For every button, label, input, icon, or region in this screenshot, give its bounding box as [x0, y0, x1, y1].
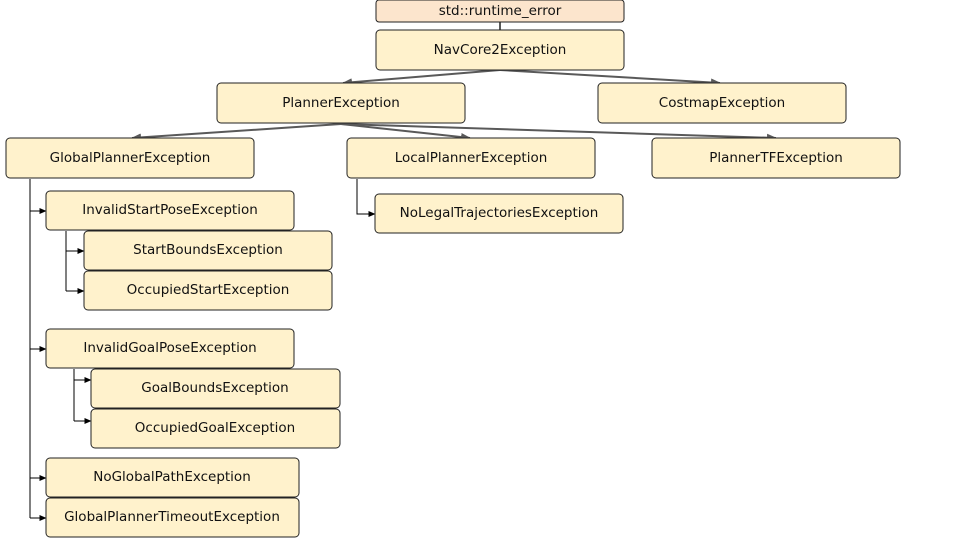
node-local-planner-exception: LocalPlannerException	[346, 137, 596, 179]
node-planner-exception-label: PlannerException	[282, 95, 400, 111]
node-planner-tf-exception-label: PlannerTFException	[709, 150, 843, 166]
node-local-planner-exception-label: LocalPlannerException	[395, 150, 548, 166]
node-costmap-exception-label: CostmapException	[659, 95, 785, 111]
node-goal-bounds-exception: GoalBoundsException	[90, 368, 341, 409]
node-occupied-goal-exception: OccupiedGoalException	[90, 408, 341, 449]
edge-navcore-to-planner	[342, 69, 501, 87]
edge-local-to-nolegal	[356, 179, 376, 217]
edge-navcore-to-costmap	[499, 69, 721, 87]
node-occupied-goal-exception-label: OccupiedGoalException	[135, 420, 295, 436]
node-invalid-start-pose-exception-label: InvalidStartPoseException	[82, 202, 258, 218]
node-navcore2-exception-label: NavCore2Exception	[434, 42, 567, 58]
node-navcore2-exception: NavCore2Exception	[375, 29, 625, 71]
node-global-planner-exception-label: GlobalPlannerException	[50, 150, 211, 166]
node-goal-bounds-exception-label: GoalBoundsException	[141, 380, 288, 396]
node-invalid-goal-pose-exception-label: InvalidGoalPoseException	[83, 340, 256, 356]
node-occupied-start-exception-label: OccupiedStartException	[127, 282, 290, 298]
node-invalid-goal-pose-exception: InvalidGoalPoseException	[45, 328, 295, 369]
node-global-planner-exception: GlobalPlannerException	[5, 137, 255, 179]
node-no-legal-trajectories-exception-label: NoLegalTrajectoriesException	[400, 205, 599, 221]
node-no-global-path-exception: NoGlobalPathException	[45, 457, 300, 498]
node-costmap-exception: CostmapException	[597, 82, 847, 124]
node-global-planner-timeout-exception-label: GlobalPlannerTimeoutException	[64, 509, 280, 525]
node-global-planner-timeout-exception: GlobalPlannerTimeoutException	[45, 497, 300, 538]
node-planner-exception: PlannerException	[216, 82, 466, 124]
node-start-bounds-exception: StartBoundsException	[83, 230, 333, 271]
edge-planner-to-local	[340, 123, 471, 142]
node-no-global-path-exception-label: NoGlobalPathException	[93, 469, 251, 485]
node-no-legal-trajectories-exception: NoLegalTrajectoriesException	[374, 193, 624, 234]
node-planner-tf-exception: PlannerTFException	[651, 137, 901, 179]
node-start-bounds-exception-label: StartBoundsException	[133, 242, 283, 258]
node-occupied-start-exception: OccupiedStartException	[83, 270, 333, 311]
edge-planner-to-global	[131, 123, 342, 142]
edge-planner-to-tf	[340, 123, 777, 142]
node-invalid-start-pose-exception: InvalidStartPoseException	[45, 190, 295, 231]
edges	[29, 22, 777, 521]
node-runtime-error: std::runtime_error	[375, 0, 625, 23]
node-runtime-error-label: std::runtime_error	[439, 3, 562, 19]
